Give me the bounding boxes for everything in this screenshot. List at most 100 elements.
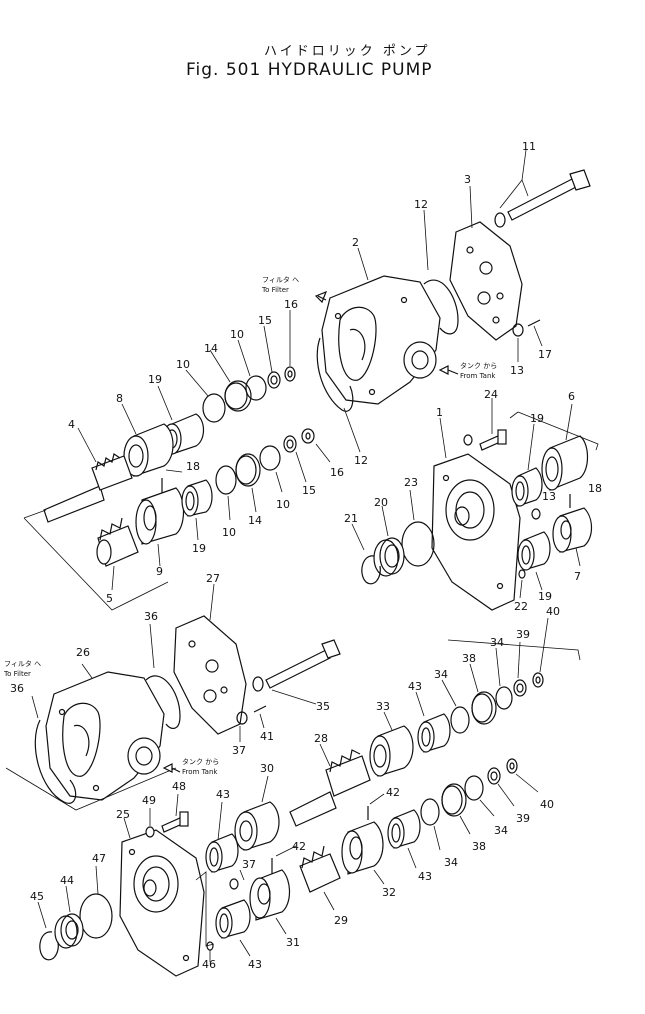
- label-34-upper-a: 34: [490, 636, 504, 649]
- label-37-upper: 37: [232, 744, 246, 757]
- label-48: 48: [172, 780, 186, 793]
- label-4: 4: [68, 418, 75, 431]
- label-19-a: 19: [148, 373, 162, 386]
- from-tank-upper: From Tank: [460, 372, 496, 380]
- label-18-b: 18: [588, 482, 602, 495]
- bolt-part-24: [463, 398, 507, 451]
- bolt-part-35: [252, 639, 341, 705]
- driven-gear-part-29: [299, 845, 341, 911]
- label-32: 32: [382, 886, 396, 899]
- bearing-part-44: [54, 885, 84, 949]
- flow-arrow-from-tank-upper: [438, 365, 459, 375]
- from-tank-lower: From Tank: [182, 768, 218, 776]
- to-filter-jp-lower: フィルタ へ: [4, 659, 41, 668]
- label-15-lower: 15: [302, 484, 316, 497]
- label-47: 47: [92, 852, 106, 865]
- label-34-lower-a: 34: [494, 824, 508, 837]
- bracket-lower-right: [447, 639, 581, 661]
- label-42-a: 42: [292, 840, 306, 853]
- label-10-lower-b: 10: [276, 498, 290, 511]
- label-39-upper: 39: [516, 628, 530, 641]
- label-43-a: 43: [408, 680, 422, 693]
- end-cover-part-3: [449, 185, 523, 341]
- o-ring-part-23: [401, 489, 435, 567]
- drive-gear-shaft-part-28: [289, 743, 371, 827]
- label-34-lower-b: 34: [444, 856, 458, 869]
- driven-gear-part-5: [96, 517, 139, 591]
- pump-body-part-2: [321, 247, 441, 405]
- bracket-upper-right: [509, 411, 599, 451]
- bushing-part-30: [234, 775, 280, 851]
- label-33: 33: [376, 700, 390, 713]
- label-38-lower: 38: [472, 840, 486, 853]
- label-2: 2: [352, 236, 359, 249]
- pin-part-17: [527, 319, 543, 347]
- label-43-b: 43: [216, 788, 230, 801]
- assembly-bracket-upper-left: [23, 509, 169, 611]
- label-19-d: 19: [538, 590, 552, 603]
- label-12-lower: 12: [354, 454, 368, 467]
- needle-bearing-part-43-b: [205, 801, 239, 873]
- o-ring-part-37-lower: [229, 869, 245, 890]
- bracket-lower-mid: [195, 871, 215, 947]
- label-36-upper: 36: [144, 610, 158, 623]
- pin-part-41: [253, 705, 267, 729]
- o-ring-part-47: [79, 865, 113, 939]
- label-5: 5: [106, 592, 113, 605]
- pin-part-42-a: [271, 845, 297, 874]
- label-49: 49: [142, 794, 156, 807]
- label-10-lower-a: 10: [222, 526, 236, 539]
- label-42-b: 42: [386, 786, 400, 799]
- bushing-part-9: [135, 487, 185, 567]
- label-1: 1: [436, 406, 443, 419]
- needle-bearing-part-19-d: [517, 531, 551, 591]
- label-8: 8: [116, 392, 123, 405]
- label-36-lower: 36: [10, 682, 24, 695]
- label-13-upper: 13: [510, 364, 524, 377]
- label-38-upper: 38: [462, 652, 476, 665]
- front-housing-part-1: [431, 417, 521, 611]
- bushing-part-33: [369, 711, 414, 777]
- drive-gear-shaft-part-4: [43, 427, 133, 523]
- label-15-upper: 15: [258, 314, 272, 327]
- label-21: 21: [344, 512, 358, 525]
- ring-stack-upper: [185, 310, 296, 423]
- from-tank-jp-lower: タンク から: [182, 757, 219, 766]
- label-17: 17: [538, 348, 552, 361]
- label-37-lower: 37: [242, 858, 256, 871]
- seal-ring-part-36-lower: [31, 695, 77, 804]
- bushing-part-31: [249, 869, 291, 935]
- needle-bearing-part-43-a: [415, 691, 451, 753]
- to-filter-upper: To Filter: [261, 286, 289, 294]
- label-30: 30: [260, 762, 274, 775]
- needle-bearing-part-19-c: [511, 423, 543, 507]
- label-16-lower: 16: [330, 466, 344, 479]
- label-26: 26: [76, 646, 90, 659]
- pump-body-part-26: [45, 663, 165, 801]
- label-9: 9: [156, 565, 163, 578]
- label-31: 31: [286, 936, 300, 949]
- label-10-upper-a: 10: [230, 328, 244, 341]
- o-ring-part-13-upper: [512, 323, 524, 362]
- bushing-part-32: [341, 821, 385, 885]
- label-43-c: 43: [248, 958, 262, 971]
- label-40-lower: 40: [540, 798, 554, 811]
- ring-stack-lower-lower-row: [420, 758, 539, 851]
- label-3: 3: [464, 173, 471, 186]
- part-labels: 11 3 12 2 16 15 10 14 10 19 8 4 18 9 19 …: [10, 140, 602, 971]
- flow-annotations: フィルタ へ To Filter タンク から From Tank フィルタ へ…: [3, 275, 497, 776]
- front-housing-part-25: [119, 817, 205, 977]
- label-23: 23: [404, 476, 418, 489]
- pin-part-22: [518, 569, 526, 599]
- label-6: 6: [568, 390, 575, 403]
- seal-ring-part-12-upper: [423, 209, 459, 335]
- label-14-upper: 14: [204, 342, 218, 355]
- label-11: 11: [522, 140, 536, 153]
- bearing-part-20: [373, 505, 405, 577]
- label-39-lower: 39: [516, 812, 530, 825]
- o-ring-part-37-upper: [236, 711, 248, 742]
- bolt-part-11: [494, 149, 591, 228]
- label-20: 20: [374, 496, 388, 509]
- bushing-part-7: [552, 507, 593, 567]
